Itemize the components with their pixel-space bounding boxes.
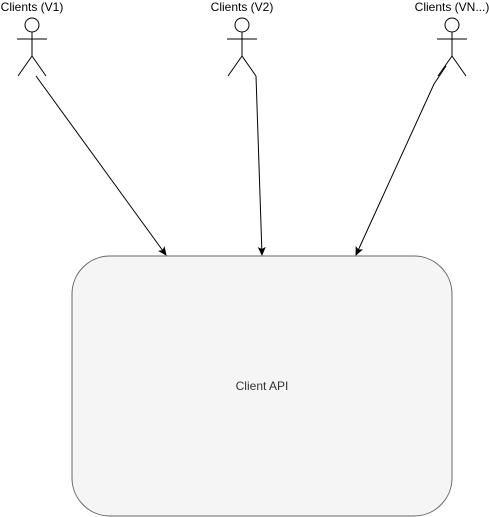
actor-vn-label: Clients (VN...) — [414, 0, 489, 14]
actor-v2-head — [234, 17, 250, 33]
actor-vn-head — [444, 17, 460, 33]
actor-v1-figure[interactable] — [17, 17, 47, 77]
actor-v1-head — [24, 17, 40, 33]
connector-v2-to-api[interactable] — [255, 75, 266, 256]
actor-v2-right-leg — [241, 55, 257, 77]
actor-v1-right-leg — [31, 55, 47, 77]
connector-v1-to-api[interactable] — [35, 75, 167, 256]
actor-vn-right-leg — [451, 55, 467, 77]
actor-v2-left-leg — [227, 55, 243, 77]
connector-vn-to-api[interactable] — [355, 65, 447, 256]
actor-vn-left-leg — [437, 55, 453, 77]
client-api-label: Client API — [235, 379, 289, 393]
actor-v1-left-leg — [17, 55, 33, 77]
actor-vn-figure[interactable] — [437, 17, 467, 77]
actor-v1-label: Clients (V1) — [0, 0, 64, 14]
actor-v2-figure[interactable] — [227, 17, 257, 77]
client-api-box[interactable] — [71, 255, 453, 517]
actor-v2-label: Clients (V2) — [210, 0, 274, 14]
